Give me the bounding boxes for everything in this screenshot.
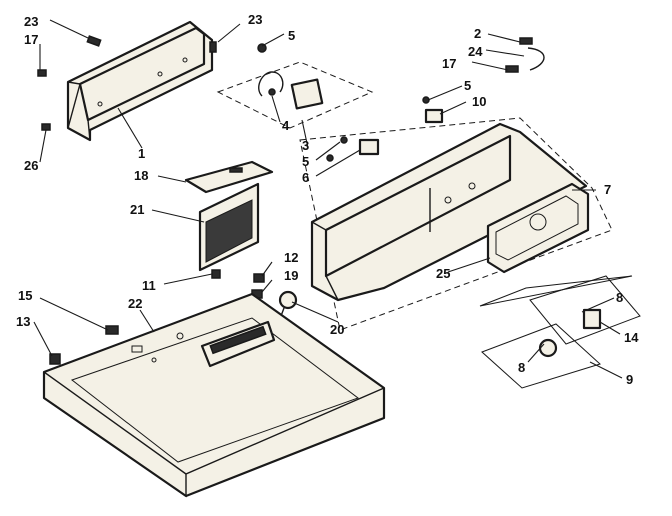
callout-1: 1 [138, 146, 145, 161]
callout-25: 25 [436, 266, 450, 281]
callout-7: 7 [604, 182, 611, 197]
dryer-top-part-22 [42, 292, 386, 498]
callout-5-middle: 5 [302, 154, 309, 169]
console-part-7 [299, 117, 613, 331]
callout-5-right: 5 [464, 78, 471, 93]
screw-17-right [505, 65, 519, 73]
callout-24: 24 [468, 44, 483, 59]
lint-cover-part-18 [184, 160, 274, 194]
switch-box-part-14 [479, 275, 641, 345]
callout-18: 18 [134, 168, 148, 183]
callout-15: 15 [18, 288, 32, 303]
panel-overlay-part-25 [486, 182, 590, 274]
callout-labels: 23 17 26 1 23 5 4 3 5 6 18 21 11 12 19 2… [16, 12, 639, 387]
lint-screen-part-21 [198, 182, 260, 272]
callout-6: 6 [302, 170, 309, 185]
callout-21: 21 [130, 202, 144, 217]
screw-23-right [209, 41, 217, 53]
callout-17-right: 17 [442, 56, 456, 71]
screw-11 [211, 269, 221, 279]
switch-part-3 [326, 136, 380, 162]
knob-part-10 [422, 96, 444, 124]
timer-assembly-part-4 [216, 43, 374, 129]
callout-12: 12 [284, 250, 298, 265]
rear-bracket-part-1 [66, 20, 214, 142]
callout-22: 22 [128, 296, 142, 311]
callout-5-top: 5 [288, 28, 295, 43]
screw-23-left [86, 35, 102, 47]
screw-26 [41, 123, 51, 131]
screw-13 [49, 353, 61, 365]
callout-23-left: 23 [24, 14, 38, 29]
callout-4: 4 [282, 118, 290, 133]
leader-lines [33, 19, 623, 379]
screw-2-right [519, 37, 533, 45]
callout-10: 10 [472, 94, 486, 109]
callout-20: 20 [330, 322, 344, 337]
screw-17-left [37, 69, 47, 77]
screw-12 [253, 273, 265, 283]
callout-14: 14 [624, 330, 639, 345]
callout-2: 2 [474, 26, 481, 41]
callout-3: 3 [302, 138, 309, 153]
callout-9: 9 [626, 372, 633, 387]
wire-24 [527, 47, 545, 71]
callout-11: 11 [142, 278, 156, 293]
switch-box-part-9 [481, 323, 601, 389]
callout-23-right: 23 [248, 12, 262, 27]
callout-17-left: 17 [24, 32, 38, 47]
callout-8-lower: 8 [518, 360, 525, 375]
callout-13: 13 [16, 314, 30, 329]
screw-15 [105, 325, 119, 335]
callout-19: 19 [284, 268, 298, 283]
callout-26: 26 [24, 158, 38, 173]
callout-8-upper: 8 [616, 290, 623, 305]
